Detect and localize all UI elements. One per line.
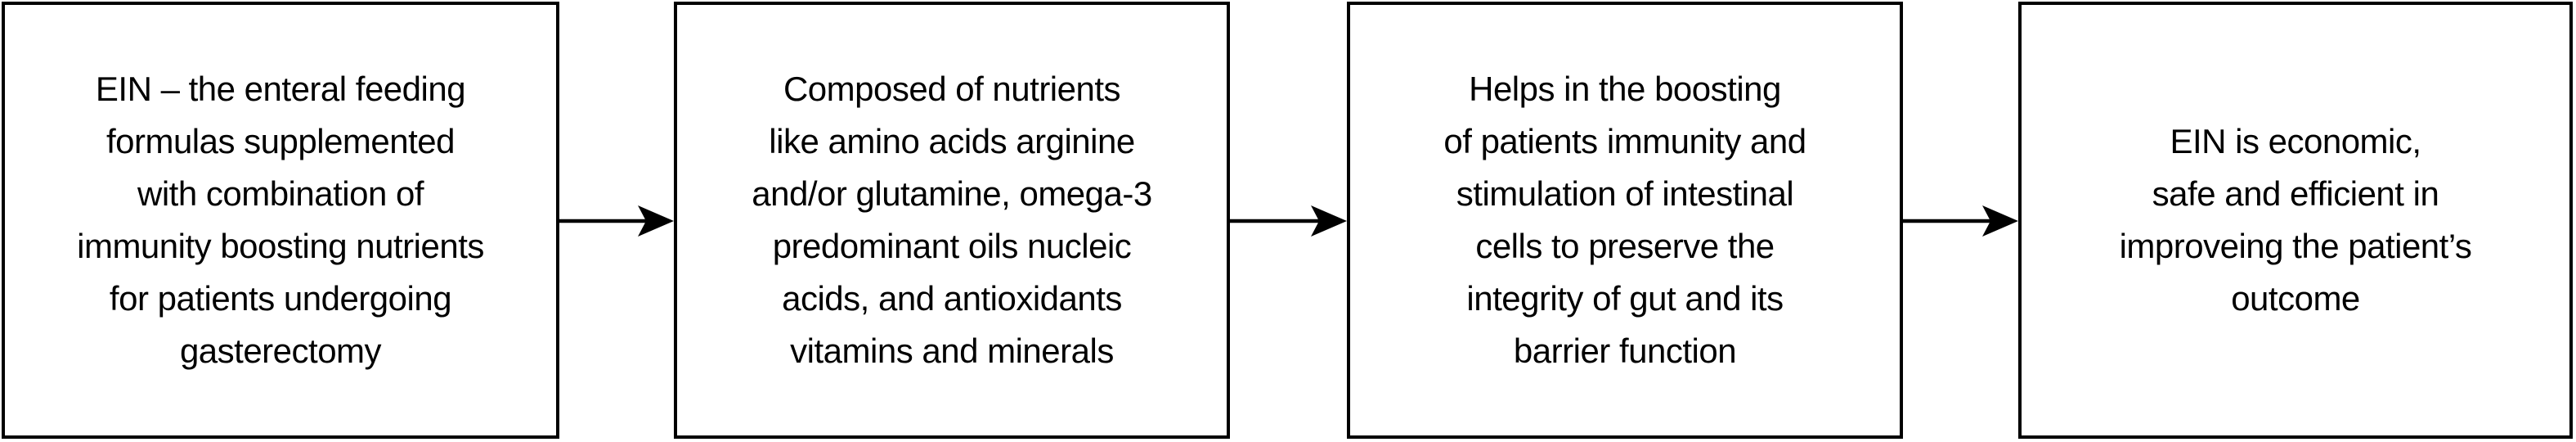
text-line: integrity of gut and its [1466, 279, 1784, 318]
text-line: cells to preserve the [1475, 227, 1775, 265]
text-line: EIN is economic, [2170, 122, 2421, 160]
text-line: predominant oils nucleic [772, 227, 1132, 265]
text-line: acids, and antioxidants [782, 279, 1122, 318]
text-line: immunity boosting nutrients [77, 227, 484, 265]
text-line: vitamins and minerals [790, 332, 1114, 370]
text-line: improveing the patient’s [2119, 227, 2472, 265]
text-line: with combination of [137, 174, 424, 213]
text-line: Composed of nutrients [783, 70, 1121, 108]
text-line: Helps in the boosting [1469, 70, 1781, 108]
text-line: outcome [2231, 279, 2360, 318]
arrow-right-icon [1230, 205, 1347, 237]
flow-step-2-box: Composed of nutrients like amino acids ar… [674, 2, 1230, 439]
flow-step-4-box: EIN is economic, safe and efficient in imp… [2018, 2, 2573, 439]
text-line: safe and efficient in [2152, 174, 2439, 213]
text-line: barrier function [1513, 332, 1737, 370]
text-line: like amino acids arginine [769, 122, 1135, 160]
text-line: of patients immunity and [1443, 122, 1806, 160]
arrow-right-icon [1903, 205, 2018, 237]
flow-step-1-box: EIN – the enteral feeding formulas supple… [2, 2, 559, 439]
text-line: formulas supplemented [105, 122, 456, 160]
text-line: and/or glutamine, omega-3 [752, 174, 1152, 213]
text-line: stimulation of intestinal [1456, 174, 1794, 213]
arrow-right-icon [559, 205, 674, 237]
text-line: for patients undergoing [109, 279, 452, 318]
flow-step-3-box: Helps in the boosting of patients immunit… [1347, 2, 1903, 439]
text-line: EIN – the enteral feeding [95, 70, 466, 108]
text-line: gasterectomy [179, 332, 382, 370]
